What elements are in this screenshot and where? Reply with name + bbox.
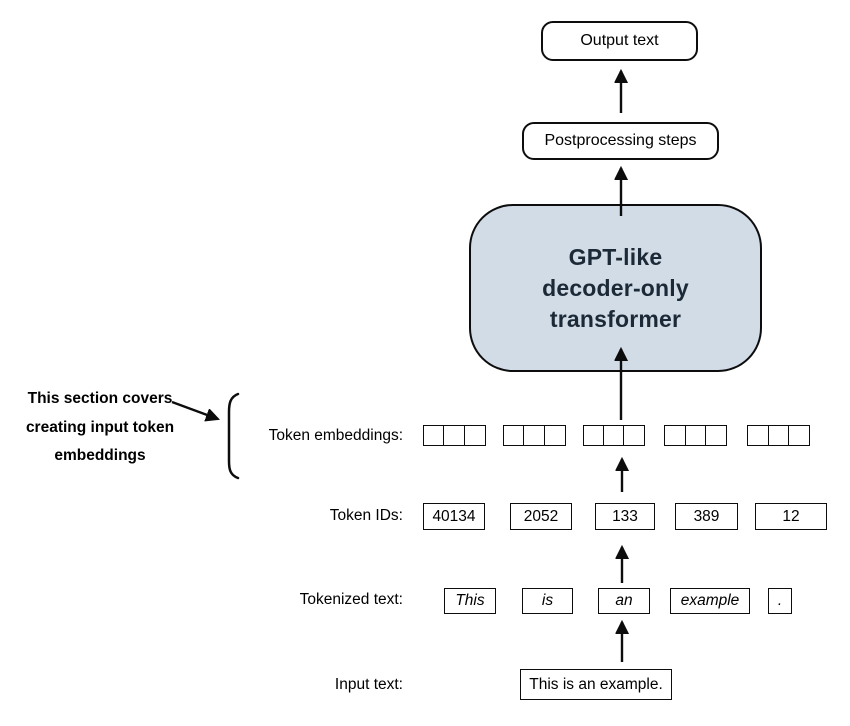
transformer-line-3: transformer [549, 305, 682, 332]
embedding-group [423, 425, 486, 446]
input-text-box: This is an example. [520, 669, 672, 700]
output-text-box: Output text [541, 21, 698, 61]
annotation-line-3: embeddings [54, 447, 146, 464]
annotation-line-1: This section covers [27, 390, 173, 407]
token-box: an [598, 588, 650, 614]
postprocessing-box: Postprocessing steps [522, 122, 719, 160]
token-embeddings-label: Token embeddings: [268, 427, 403, 444]
token-box: . [768, 588, 792, 614]
annotation-line-2: creating input token [25, 418, 175, 436]
gpt-transformer-box: GPT-like decoder-only transformer [469, 204, 762, 372]
token-id-box: 12 [755, 503, 827, 530]
token-box: example [670, 588, 750, 614]
embedding-cell [705, 425, 728, 446]
transformer-line-1: GPT-like [568, 243, 663, 270]
token-id-box: 2052 [510, 503, 572, 530]
embedding-group [664, 425, 728, 446]
embedding-group [502, 425, 566, 446]
transformer-line-2: decoder-only [542, 274, 689, 301]
embedding-cell [788, 425, 811, 446]
embedding-cell [747, 425, 770, 446]
postprocessing-label: Postprocessing steps [544, 132, 697, 149]
embedding-cell [443, 425, 466, 446]
token-id-box: 40134 [423, 503, 485, 530]
token-embeddings-row [423, 425, 811, 446]
embedding-cell [582, 425, 605, 446]
token-box: This [444, 588, 496, 614]
token-ids-label: Token IDs: [329, 507, 403, 524]
tokenized-text-row: This is an example . [444, 588, 792, 614]
embedding-group [747, 425, 811, 446]
embedding-cell [523, 425, 546, 446]
embedding-cell [664, 425, 687, 446]
embedding-cell [767, 425, 790, 446]
embedding-cell [684, 425, 707, 446]
input-text-value: This is an example. [529, 675, 663, 693]
input-text-label: Input text: [334, 676, 403, 693]
embedding-cell [623, 425, 646, 446]
embedding-cell [603, 425, 626, 446]
embedding-group [582, 425, 646, 446]
token-ids-row: 40134 2052 133 389 12 [423, 503, 827, 530]
token-id-box: 133 [595, 503, 655, 530]
embedding-cell [463, 425, 486, 446]
embedding-cell [543, 425, 566, 446]
embedding-cell [423, 425, 445, 446]
output-text-label: Output text [580, 32, 659, 49]
token-id-box: 389 [675, 503, 738, 530]
token-box: is [522, 588, 573, 614]
embedding-cell [502, 425, 525, 446]
tokenized-text-label: Tokenized text: [299, 591, 403, 608]
section-annotation: This section covers creating input token… [8, 385, 192, 471]
